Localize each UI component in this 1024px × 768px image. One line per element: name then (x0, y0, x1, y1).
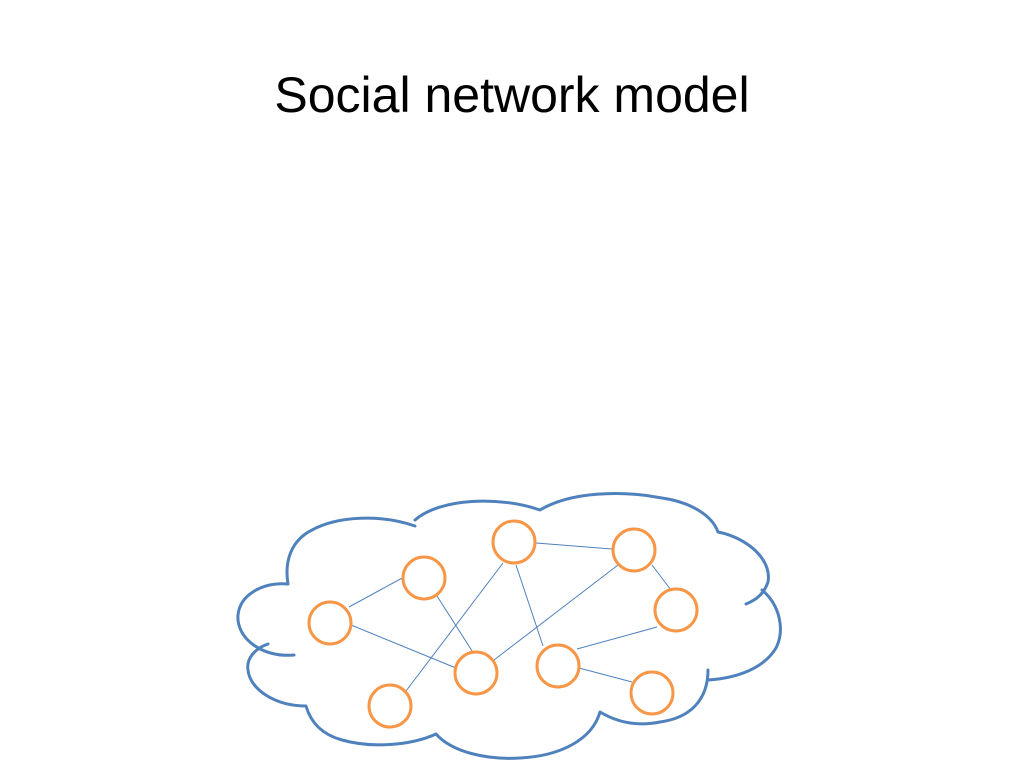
edge-n4-n6 (493, 564, 619, 661)
cloud-shape (236, 492, 782, 760)
edge-n5-n7 (576, 626, 658, 650)
network-node-n4 (611, 527, 657, 573)
network-node-n1 (307, 600, 353, 646)
edge-n1-n2 (348, 576, 405, 608)
cloud-outline-right (706, 588, 782, 682)
edge-n3-n10 (405, 562, 504, 692)
network-node-n6 (453, 650, 499, 696)
edge-n1-n6 (350, 624, 457, 669)
edge-n3-n4 (535, 542, 613, 550)
edge-n7-n9 (578, 667, 633, 683)
cloud-outline-left (236, 516, 417, 657)
nodes (307, 519, 699, 729)
network-node-n10 (367, 683, 413, 729)
slide-title: Social network model (274, 67, 750, 123)
network-node-n7 (535, 643, 581, 689)
edges (348, 542, 672, 692)
network-node-n3 (491, 519, 537, 565)
edge-n3-n7 (515, 564, 544, 647)
cloud-outline-bottom (246, 642, 710, 760)
network-node-n8 (629, 670, 675, 716)
network-node-n5 (653, 587, 699, 633)
cloud-outline (413, 492, 770, 606)
network-node-n2 (401, 555, 447, 601)
edge-n4-n5 (651, 564, 672, 591)
